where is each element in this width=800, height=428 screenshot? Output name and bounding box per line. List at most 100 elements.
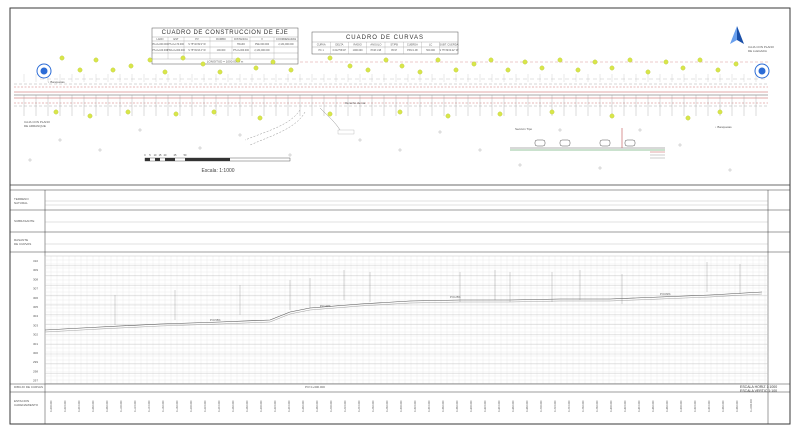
- tree-icon: [505, 67, 511, 73]
- station-label: 0+140.000: [148, 400, 151, 412]
- curves-header: SUBT. CUERDA: [439, 43, 458, 47]
- y-tick-label: 304: [33, 314, 38, 318]
- y-tick-label: 309: [33, 268, 38, 272]
- station-label: 0+100.000: [120, 400, 123, 412]
- construction-cell: 2,134,000.000: [254, 49, 270, 52]
- scale-tick-label: 15: [159, 154, 162, 157]
- tree-icon: [397, 109, 403, 115]
- curves-cell: S 75°39'20.42" W: [440, 49, 459, 52]
- station-label: 0+840.000: [638, 400, 641, 412]
- tree-icon: [128, 63, 134, 69]
- curves-cell: PKM 1.98: [407, 49, 418, 52]
- construction-cell: S 75°40'49.9" W: [188, 43, 206, 46]
- station-label: 0+800.000: [610, 400, 613, 412]
- station-label: 0+060.000: [92, 400, 95, 412]
- bank-label-right: ↓ Banquetas: [715, 125, 732, 129]
- construction-header: DISTANCIA: [234, 37, 248, 41]
- curves-header: LC: [429, 43, 432, 47]
- station-label: 0+520.000: [414, 400, 417, 412]
- y-tick-label: 308: [33, 277, 38, 281]
- curves-cell: PC 1: [318, 49, 324, 52]
- tree-icon: [399, 63, 405, 69]
- curves-cell: 0.012°56'20": [333, 49, 347, 52]
- station-label: 0+020.000: [64, 400, 67, 412]
- tree-icon: [288, 67, 294, 73]
- tree-icon: [93, 57, 99, 63]
- station-label: 0+680.000: [526, 400, 529, 412]
- curves-header: CURVA: [317, 43, 326, 47]
- construction-cell: 100.000: [217, 49, 226, 52]
- station-label: 0+440.000: [358, 400, 361, 412]
- y-tick-label: 299: [33, 360, 38, 364]
- construction-header: COORDENADAS: [276, 37, 297, 41]
- tree-icon: [453, 67, 459, 73]
- scale-tick-label: 5: [149, 154, 151, 157]
- station-label: 0+740.000: [568, 400, 571, 412]
- construction-header: EST: [173, 37, 178, 41]
- construction-cell: PT+0+100.000: [152, 49, 168, 52]
- construction-cell: PSO+0+000.000: [167, 49, 185, 52]
- tree-icon: [488, 57, 494, 63]
- tree-icon: [445, 113, 451, 119]
- station-label: 0+620.000: [484, 400, 487, 412]
- tree-icon: [435, 57, 441, 63]
- tree-icon: [697, 57, 703, 63]
- curves-title: CUADRO DE CURVAS: [346, 35, 424, 41]
- scale-v-label: ESCALA VERTIC 1:100: [740, 389, 777, 393]
- right-of-way-label: Derecho de via: [345, 101, 366, 105]
- construction-cell: TRAZO: [237, 43, 245, 46]
- grade-label: P=1.42%: [320, 304, 331, 308]
- tree-icon: [417, 69, 423, 75]
- tree-icon: [733, 61, 739, 67]
- construction-header: LADO: [156, 37, 163, 41]
- curves-header: DELTA: [335, 43, 343, 47]
- tree-icon: [539, 65, 545, 71]
- curves-header: RADIO: [354, 43, 362, 47]
- tree-icon: [327, 111, 333, 117]
- construction-header: V: [261, 37, 263, 41]
- tree-icon: [680, 65, 686, 71]
- start-label-l1: CAJA CON PLANO: [24, 120, 51, 124]
- station-label: 0+660.000: [512, 400, 515, 412]
- row-label-terrain-l1: TERRENO: [14, 197, 29, 201]
- tree-icon: [645, 69, 651, 75]
- construction-cell: PT+0+000.000: [233, 49, 249, 52]
- tree-icon: [77, 67, 83, 73]
- curves-cell: 500.000: [426, 49, 435, 52]
- tree-icon: [257, 115, 263, 121]
- station-label: 0+720.000: [554, 400, 557, 412]
- tree-icon: [627, 57, 633, 63]
- curves-header: ANGULO: [370, 43, 381, 47]
- tree-icon: [557, 57, 563, 63]
- y-tick-label: 298: [33, 369, 38, 373]
- station-label: 0+880.000: [666, 400, 669, 412]
- station-label: 0+180.000: [176, 400, 179, 412]
- station-label: 0+940.000: [708, 400, 711, 412]
- curves-cell: 95.97: [391, 49, 398, 52]
- scale-tick-label: 0: [144, 154, 146, 157]
- construction-title: CUADRO DE CONSTRUCCION DE EJE: [162, 30, 289, 36]
- y-tick-label: 300: [33, 351, 38, 355]
- tree-icon: [217, 69, 223, 75]
- tree-icon: [715, 67, 721, 73]
- y-tick-label: 302: [33, 333, 38, 337]
- tree-icon: [180, 55, 186, 61]
- tree-icon: [717, 109, 723, 115]
- tree-icon: [592, 59, 598, 65]
- y-tick-label: 310: [33, 259, 38, 263]
- profile-chart: 3103093083073063053043033023013002992982…: [10, 255, 790, 412]
- station-label: 0+340.000: [288, 400, 291, 412]
- construction-header: PV: [195, 37, 199, 41]
- tree-icon: [347, 63, 353, 69]
- station-label: 0+360.000: [302, 400, 305, 412]
- road-axis: [14, 61, 768, 116]
- row-label-rasante-l2: DE CURVAS: [14, 242, 31, 246]
- y-tick-label: 307: [33, 287, 38, 291]
